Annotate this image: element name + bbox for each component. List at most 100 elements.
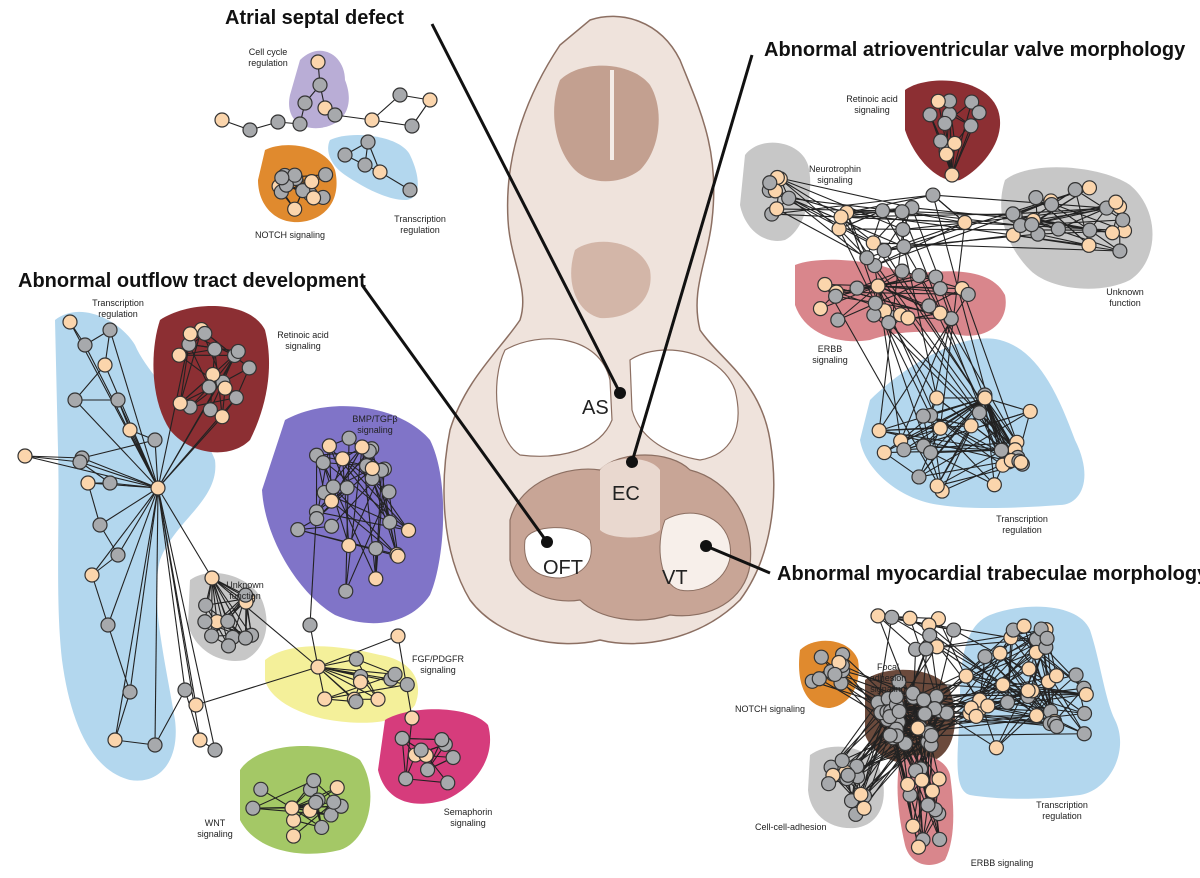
- gene-node-peach: [214, 409, 230, 425]
- marker-oft: [541, 536, 553, 548]
- network-edge: [877, 617, 893, 703]
- gene-node: [440, 775, 456, 791]
- network-edge: [984, 397, 1018, 443]
- network-edge: [964, 221, 1125, 232]
- gene-node: [317, 167, 334, 183]
- gene-node-peach: [932, 305, 948, 321]
- gene-node: [198, 597, 214, 613]
- gene-node-peach: [1104, 225, 1121, 241]
- network-edge: [154, 689, 186, 746]
- label-transcription-regulation-oft-line-2: regulation: [98, 309, 138, 319]
- gene-node: [312, 77, 328, 93]
- gene-node-peach: [404, 710, 420, 726]
- marker-ec: [626, 456, 638, 468]
- gene-node: [867, 295, 883, 311]
- gene-node: [325, 479, 341, 495]
- label-semaphorin-signaling-line-2: signaling: [450, 818, 486, 828]
- network-edge: [188, 344, 210, 388]
- gene-node: [834, 752, 850, 769]
- gene-node: [207, 742, 223, 758]
- gene-node-peach: [368, 571, 384, 587]
- network-edge: [877, 615, 916, 650]
- gene-node: [197, 614, 213, 630]
- gene-node-peach: [422, 92, 438, 108]
- gene-node: [946, 622, 962, 638]
- gene-node-peach: [995, 677, 1011, 693]
- network-edge: [91, 574, 109, 626]
- marker-as: [614, 387, 626, 399]
- gene-node: [204, 628, 220, 644]
- gene-node-peach: [171, 347, 187, 363]
- network-edge: [91, 487, 159, 576]
- network-atrioventricular-valve: Retinoic acidsignalingNeurotrophinsignal…: [740, 80, 1153, 535]
- network-edge: [1031, 207, 1107, 226]
- gene-node-peach: [986, 477, 1002, 493]
- gene-node: [932, 281, 948, 297]
- gene-node-peach: [963, 418, 979, 434]
- network-edge: [74, 399, 159, 489]
- network-edge: [877, 276, 936, 287]
- gene-node: [895, 221, 911, 238]
- network-edge: [252, 780, 314, 809]
- network-edge: [873, 242, 1120, 252]
- gene-node: [387, 666, 403, 682]
- hub-node: [284, 800, 300, 816]
- leader-myo: [705, 544, 771, 575]
- endocardial-cushion: [600, 458, 660, 538]
- network-edge: [154, 487, 159, 746]
- gene-node: [434, 732, 450, 748]
- network-edge: [324, 684, 408, 700]
- gene-node: [923, 445, 939, 461]
- gene-node: [339, 480, 355, 496]
- nodes-myo: [804, 608, 1094, 855]
- gene-node: [911, 469, 927, 485]
- network-edge: [129, 487, 159, 693]
- heading-myocardial-trabeculae: Abnormal myocardial trabeculae morpholog…: [777, 563, 1200, 585]
- gene-node-peach: [817, 276, 833, 293]
- gene-node-peach: [305, 190, 322, 206]
- gene-node: [306, 773, 322, 789]
- gene-node-peach: [80, 475, 96, 491]
- gene-node: [308, 794, 324, 810]
- gene-node-peach: [947, 135, 963, 151]
- gene-node-peach: [856, 800, 872, 816]
- label-retinoic-acid-signaling-line-1: Retinoic acid: [846, 94, 898, 104]
- gene-node: [1076, 726, 1092, 742]
- heading-outflow-tract: Abnormal outflow tract development: [18, 270, 366, 292]
- network-edge: [107, 487, 159, 626]
- hub-node: [977, 390, 993, 406]
- network-edge: [1074, 189, 1124, 221]
- gene-node-peach: [122, 422, 138, 438]
- gene-node-peach: [317, 691, 333, 707]
- gene-node: [197, 325, 213, 342]
- gene-node: [323, 518, 340, 534]
- network-edge: [1032, 690, 1087, 696]
- gene-node: [894, 204, 910, 220]
- gene-node-peach: [1021, 661, 1037, 677]
- gene-node: [242, 122, 258, 138]
- gene-node: [100, 617, 116, 633]
- gene-node: [92, 517, 108, 533]
- gene-node-peach: [97, 357, 113, 373]
- gene-node-peach: [352, 674, 369, 690]
- gene-node-peach: [205, 366, 221, 383]
- network-edge: [987, 705, 1037, 717]
- network-edge: [342, 458, 409, 531]
- label-transcription-regulation-avv-line-2: regulation: [1002, 525, 1042, 535]
- gene-node: [921, 298, 937, 314]
- gene-node-peach: [992, 645, 1008, 661]
- network-edge: [1037, 233, 1090, 246]
- label-unknown-function-line-2: function: [1109, 298, 1141, 308]
- gene-node: [931, 831, 948, 848]
- network-edge: [841, 213, 1013, 218]
- gene-node: [381, 484, 397, 500]
- embryo-section: [443, 15, 775, 645]
- gene-node: [309, 511, 325, 527]
- network-edge: [129, 429, 159, 489]
- network-edge: [932, 194, 1107, 209]
- gene-node-peach: [1048, 668, 1065, 684]
- network-edge: [397, 635, 413, 719]
- network-edge: [317, 635, 399, 668]
